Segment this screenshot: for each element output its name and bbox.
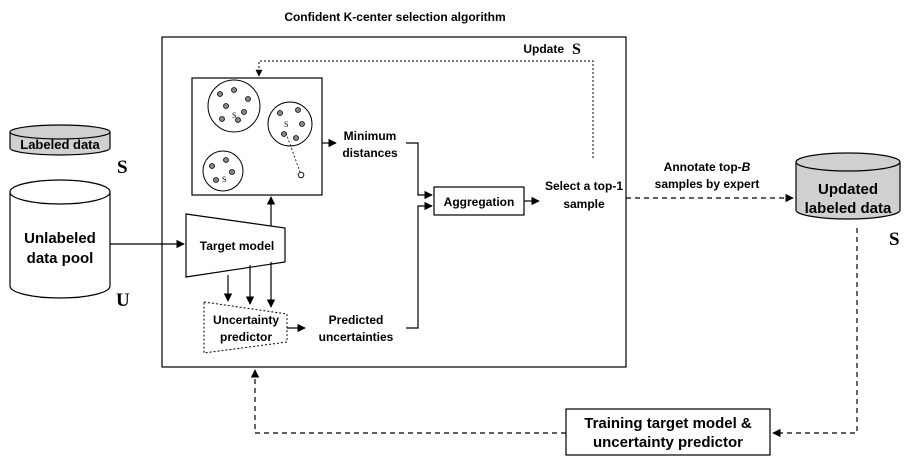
- uncertainty-predictor-block: [203, 301, 288, 354]
- unlabeled-pool-db: Unlabeled data pool: [9, 179, 111, 299]
- annotate-b: B: [742, 160, 751, 174]
- target-model-label: Target model: [200, 239, 274, 253]
- cluster-b: [267, 101, 313, 147]
- update-feedback-arrow: [255, 60, 594, 158]
- cluster-c: [202, 150, 244, 192]
- algorithm-frame: [161, 36, 627, 368]
- update-label: Update: [523, 42, 564, 56]
- center-b-label: S: [284, 120, 288, 129]
- diagram-title: Confident K-center selection algorithm: [284, 10, 505, 24]
- update-symbol: S: [572, 41, 581, 58]
- distances-to-aggregation-arrow: [406, 142, 433, 200]
- predicted-uncertainties-line1: Predicted: [329, 313, 384, 327]
- target-model-block: [185, 213, 286, 278]
- cluster-c-points: [209, 157, 235, 183]
- uncertainty-predictor-line2: predictor: [220, 330, 272, 344]
- unlabeled-pool-line2: data pool: [27, 250, 94, 267]
- cluster-a: [207, 79, 261, 133]
- center-a-label: S: [232, 111, 236, 120]
- select-sample-line2: sample: [563, 197, 605, 211]
- center-c-label: S: [222, 175, 226, 184]
- labeled-data-label: Labeled data: [20, 137, 100, 152]
- distance-line: [285, 132, 301, 173]
- updated-labeled-symbol: S: [889, 229, 900, 250]
- uncertainties-to-aggregation-arrow: [406, 201, 433, 329]
- unlabeled-pool-symbol: U: [116, 290, 130, 311]
- labeled-data-db: Labeled data: [9, 124, 111, 156]
- training-to-frame-arrow: [250, 369, 566, 434]
- updated-labeled-db: Updated labeled data: [795, 152, 901, 220]
- cluster-a-points: [217, 87, 251, 123]
- training-line2: uncertainty predictor: [593, 434, 743, 451]
- aggregation-box: [433, 186, 525, 216]
- training-line1: Training target model &: [584, 415, 752, 432]
- aggregation-label: Aggregation: [444, 195, 515, 209]
- minimum-distances-line2: distances: [342, 146, 398, 160]
- unlabeled-pool-line1: Unlabeled: [24, 230, 96, 247]
- minimum-distances-line1: Minimum: [344, 129, 397, 143]
- uncertainty-predictor-line1: Uncertainty: [213, 313, 279, 327]
- cluster-b-points: [277, 107, 305, 141]
- updated-to-training-arrow: [772, 228, 858, 438]
- predicted-uncertainties-line2: uncertainties: [319, 330, 394, 344]
- labeled-data-symbol: S: [117, 157, 128, 178]
- training-box: [565, 408, 771, 456]
- candidate-point: [297, 171, 305, 179]
- annotate-line2: samples by expert: [655, 177, 760, 191]
- updated-labeled-line2: labeled data: [805, 200, 892, 217]
- updated-labeled-line1: Updated: [818, 181, 878, 198]
- annotate-line1: Annotate top-B: [664, 160, 751, 174]
- select-sample-line1: Select a top-1: [545, 179, 623, 193]
